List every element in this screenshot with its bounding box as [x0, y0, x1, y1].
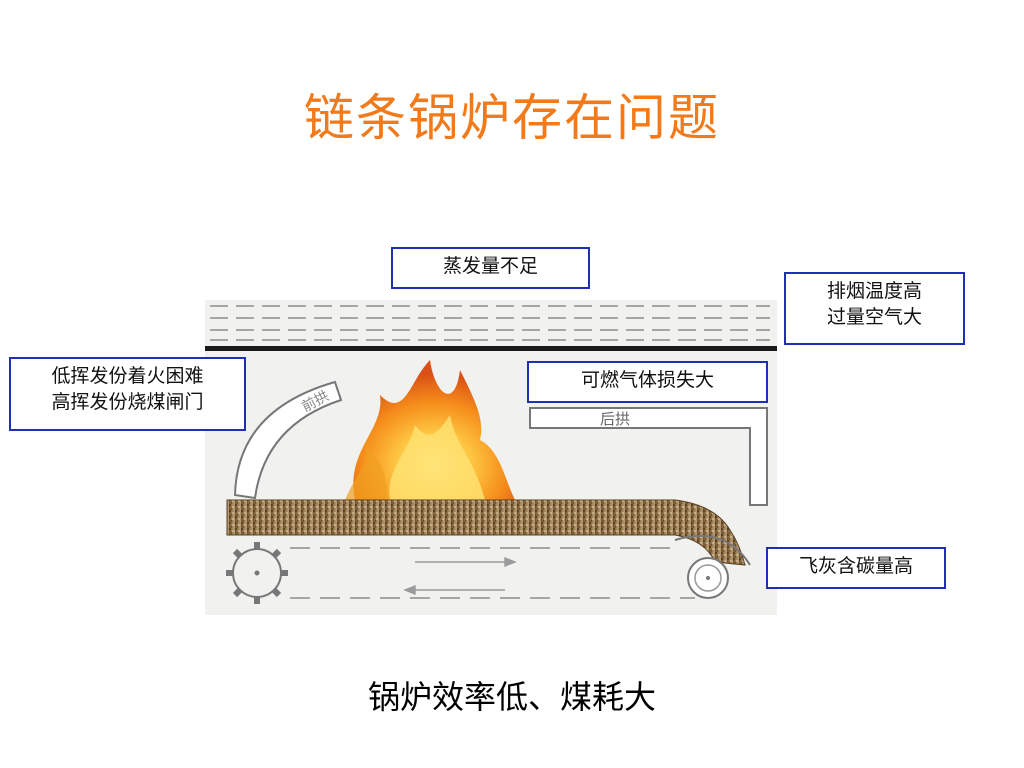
callout-gas: 可燃气体损失大	[527, 361, 768, 403]
callout-ignition-line-2: 高挥发份烧煤闸门	[51, 391, 204, 413]
chain-return-lines	[290, 547, 695, 599]
rear-arch-label: 后拱	[600, 410, 630, 428]
callout-ignition: 低挥发份着火困难 高挥发份烧煤闸门	[9, 357, 246, 431]
flame-icon	[345, 360, 515, 500]
callout-steam-line-1: 蒸发量不足	[442, 255, 538, 277]
front-arch	[233, 380, 343, 500]
callout-steam: 蒸发量不足	[391, 247, 590, 289]
callout-ignition-line-1: 低挥发份着火困难	[51, 365, 204, 387]
rear-arch	[529, 407, 768, 506]
callout-exhaust: 排烟温度高 过量空气大	[784, 272, 965, 345]
callout-exhaust-line-2: 过量空气大	[826, 306, 922, 328]
callout-gas-line-1: 可燃气体损失大	[580, 369, 714, 391]
page-title: 链条锅炉存在问题	[304, 89, 720, 147]
idler-wheel-icon	[687, 557, 729, 599]
drive-sprocket-icon	[226, 542, 288, 604]
flue-gas-lines	[210, 305, 770, 341]
boiler-diagram: 前拱 后拱	[205, 300, 777, 615]
chain-arrow-icon	[403, 556, 517, 596]
callout-exhaust-line-1: 排烟温度高	[826, 280, 922, 302]
callout-ash-line-1: 飞灰含碳量高	[798, 555, 913, 577]
callout-ash: 飞灰含碳量高	[766, 547, 946, 589]
furnace-roof	[205, 346, 777, 351]
idler-cover	[674, 534, 751, 566]
conclusion-text: 锅炉效率低、煤耗大	[367, 678, 656, 716]
coal-bed	[226, 499, 746, 566]
